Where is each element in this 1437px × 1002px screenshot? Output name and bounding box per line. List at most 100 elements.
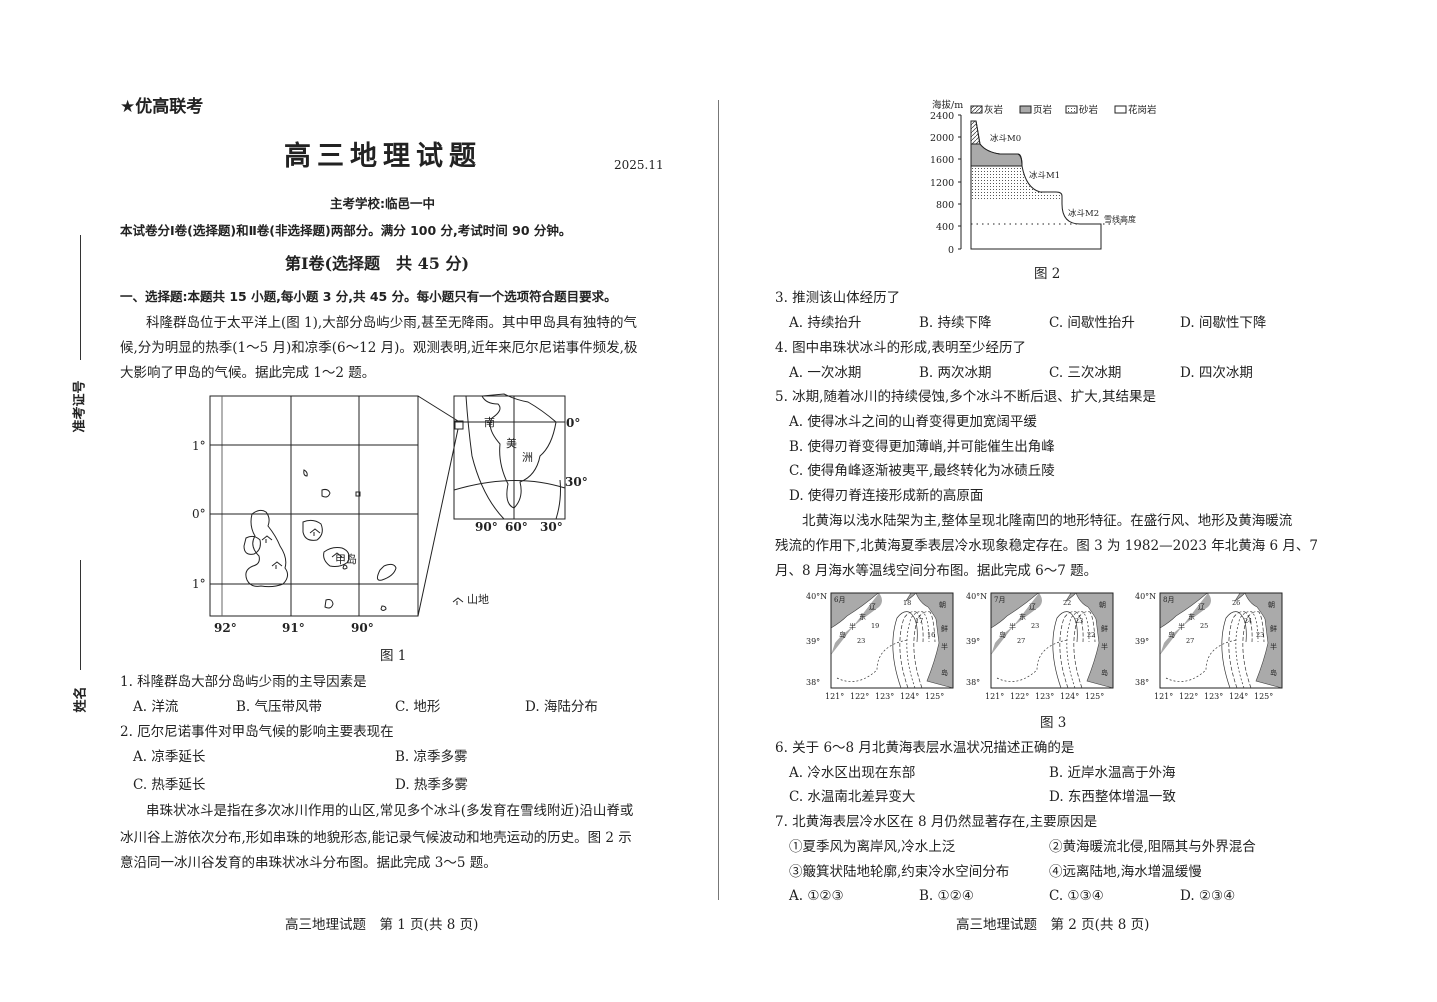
lat-label: 0° [192, 507, 206, 521]
lon-label: 121° [985, 692, 1004, 701]
binding-line [80, 235, 81, 360]
q6-option-d[interactable]: D. 东西整体增温一致 [1049, 789, 1176, 805]
land-label: 辽 [869, 603, 876, 611]
q7-statement-3: ③簸箕状陆地轮廓,约束冷水空间分布 [789, 864, 1010, 880]
cirque-m1-label: 冰斗M1 [1029, 170, 1060, 181]
q1-option-a[interactable]: A. 洋流 [133, 699, 179, 715]
page-1-footer: 高三地理试题 第 1 页(共 8 页) [285, 917, 479, 933]
q5-option-b[interactable]: B. 使得刃脊变得更加薄峭,并可能催生出角峰 [789, 439, 1055, 455]
exam-number-label: 准考证号 [72, 380, 88, 433]
binding-line [80, 560, 81, 670]
q7-option-a[interactable]: A. ①②③ [789, 888, 844, 904]
question-6-stem: 6. 关于 6～8 月北黄海表层水温状况描述正确的是 [775, 740, 1075, 756]
q7-option-c[interactable]: C. ①③④ [1049, 888, 1104, 904]
q3-option-c[interactable]: C. 间歇性抬升 [1049, 315, 1135, 331]
q5-option-c[interactable]: C. 使得角峰逐渐被夷平,最终转化为冰碛丘陵 [789, 463, 1055, 479]
inset-lat-label: 30° [565, 475, 588, 489]
passage-line: 月、8 月海水等温线空间分布图。据此完成 6～7 题。 [775, 563, 1098, 579]
figure-2-caption: 图 2 [1034, 266, 1061, 282]
passage-line: 大影响了甲岛的气候。据此完成 1～2 题。 [120, 365, 376, 381]
figure-1-map: 1° 0° 1° 92° 91° 90° 甲岛 山地 南 美 洲 0° 30° … [192, 393, 588, 635]
passage-line: 意沿同一冰川谷发育的串珠状冰斗分布图。据此完成 3～5 题。 [120, 855, 497, 871]
inset-label: 南 [484, 416, 495, 429]
inset-lat-label: 0° [566, 416, 580, 430]
land-label: 半 [849, 622, 856, 631]
q7-option-b[interactable]: B. ①②④ [919, 888, 974, 904]
y-tick: 1600 [930, 155, 954, 166]
land-label: 岛 [1168, 630, 1175, 639]
q3-option-b[interactable]: B. 持续下降 [919, 315, 992, 331]
island [302, 519, 323, 541]
lat-label: 38° [1135, 678, 1149, 687]
lat-label: 39° [806, 637, 820, 646]
y-tick: 2000 [930, 133, 954, 144]
land-label: 半 [1270, 642, 1277, 651]
isotherm-value: 27 [1186, 637, 1194, 645]
q2-option-a[interactable]: A. 凉季延长 [133, 749, 206, 765]
q2-option-b[interactable]: B. 凉季多雾 [395, 749, 468, 765]
q2-option-c[interactable]: C. 热季延长 [133, 777, 206, 793]
q4-option-d[interactable]: D. 四次冰期 [1180, 365, 1253, 381]
land-label: 鲜 [1270, 624, 1277, 633]
question-2-stem: 2. 厄尔尼诺事件对甲岛气候的影响主要表现在 [120, 724, 394, 740]
q2-option-d[interactable]: D. 热季多雾 [395, 777, 468, 793]
isotherm-value: 16 [927, 631, 935, 639]
isotherm-value: 27 [1017, 637, 1025, 645]
q4-option-c[interactable]: C. 三次冰期 [1049, 365, 1122, 381]
q6-option-a[interactable]: A. 冷水区出现在东部 [789, 765, 916, 781]
passage-line: 残流的作用下,北黄海夏季表层冷水现象稳定存在。图 3 为 1982—2023 年… [775, 538, 1319, 554]
land-label: 朝 [1099, 601, 1106, 609]
q1-option-b[interactable]: B. 气压带风带 [236, 699, 323, 715]
exam-date: 2025.11 [614, 158, 664, 172]
figure-2-profile: 海拔/m 2400 2000 1600 1200 800 400 0 灰岩 页岩… [930, 99, 1157, 256]
q6-option-c[interactable]: C. 水温南北差异变大 [789, 789, 916, 805]
figure-3-isotherm-maps: 6月1918171623辽东半岛朝鲜半岛40°N39°38°121°122°12… [806, 592, 1283, 701]
lon-label: 122° [1179, 692, 1198, 701]
q7-option-d[interactable]: D. ②③④ [1180, 888, 1236, 904]
passage-line: 冰川谷上游依次分布,形如串珠的地貌形态,能记录气候波动和地壳运动的历史。图 2 … [120, 830, 632, 846]
q5-option-a[interactable]: A. 使得冰斗之间的山脊变得更加宽阔平缓 [789, 414, 1037, 430]
y-tick: 400 [936, 222, 954, 233]
y-tick: 1200 [930, 178, 954, 189]
question-5-stem: 5. 冰期,随着冰川的持续侵蚀,多个冰斗不断后退、扩大,其结果是 [775, 389, 1157, 405]
question-7-stem: 7. 北黄海表层冷水区在 8 月仍然显著存在,主要原因是 [775, 814, 1098, 830]
q4-option-b[interactable]: B. 两次冰期 [919, 365, 992, 381]
lon-label: 121° [825, 692, 844, 701]
land-label: 鲜 [941, 624, 948, 633]
land-label: 辽 [1029, 603, 1036, 611]
legend-sandstone: 砂岩 [1079, 104, 1098, 116]
lat-label: 1° [192, 439, 206, 453]
cirque-m2-label: 冰斗M2 [1068, 208, 1099, 219]
q3-option-d[interactable]: D. 间歇性下降 [1180, 315, 1267, 331]
island-label: 甲岛 [335, 552, 357, 566]
land-label: 东 [1019, 612, 1026, 621]
lon-label: 122° [1010, 692, 1029, 701]
q1-option-c[interactable]: C. 地形 [395, 699, 441, 715]
isotherm-value: 18 [903, 599, 911, 607]
q6-option-b[interactable]: B. 近岸水温高于外海 [1049, 765, 1176, 781]
lon-label: 124° [1229, 692, 1248, 701]
q1-option-d[interactable]: D. 海陆分布 [525, 699, 598, 715]
y-tick: 800 [936, 200, 954, 211]
land-label: 岛 [839, 630, 846, 639]
island [243, 535, 261, 555]
land-label: 半 [1101, 642, 1108, 651]
q5-option-d[interactable]: D. 使得刃脊连接形成新的高原面 [789, 488, 984, 504]
inset-label: 洲 [522, 451, 533, 464]
passage-line: 科隆群岛位于太平洋上(图 1),大部分岛屿少雨,甚至无降雨。其中甲岛具有独特的气 [146, 315, 637, 331]
q7-statement-2: ②黄海暖流北侵,阻隔其与外界混合 [1049, 839, 1256, 855]
island [376, 563, 397, 581]
land-label: 岛 [1270, 668, 1277, 677]
q4-option-a[interactable]: A. 一次冰期 [789, 365, 862, 381]
q3-option-a[interactable]: A. 持续抬升 [789, 315, 862, 331]
land-label: 半 [941, 642, 948, 651]
legend-shale: 页岩 [1033, 104, 1052, 116]
isotherm-panel: 7月2322232227辽东半岛朝鲜半岛40°N39°38°121°122°12… [966, 592, 1114, 701]
lon-label: 125° [925, 692, 944, 701]
page-2-footer: 高三地理试题 第 2 页(共 8 页) [956, 917, 1150, 933]
passage-line: 候,分为明显的热季(1～5 月)和凉季(6～12 月)。观测表明,近年来厄尔尼诺… [120, 340, 638, 356]
panel-month-label: 6月 [834, 596, 845, 604]
isotherm-value: 17 [915, 617, 923, 625]
land-label: 东 [1188, 612, 1195, 621]
